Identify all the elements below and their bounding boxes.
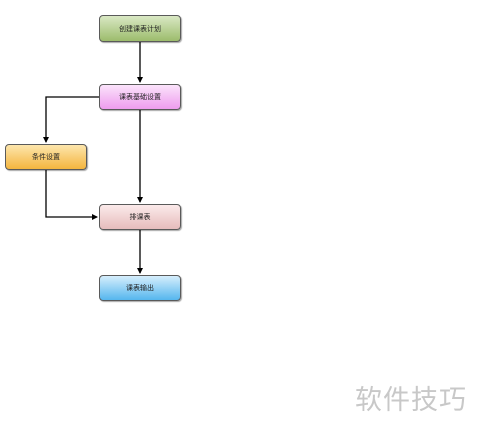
node-condition-settings: 条件设置 [5,144,87,170]
node-schedule-base-settings: 课表基础设置 [99,84,181,110]
edge-base-to-condition [43,96,99,143]
node-arrange-schedule: 排课表 [99,204,181,230]
node-schedule-output: 课表输出 [99,275,181,301]
node-label: 排课表 [129,213,151,221]
node-label: 课表输出 [126,284,154,292]
edge-condition-to-schedule [45,170,98,220]
node-create-schedule-plan: 创建课表计划 [99,15,181,42]
node-label: 创建课表计划 [119,24,161,33]
node-label: 条件设置 [32,153,60,161]
node-label: 课表基础设置 [119,93,161,101]
watermark-text: 软件技巧 [355,385,467,416]
